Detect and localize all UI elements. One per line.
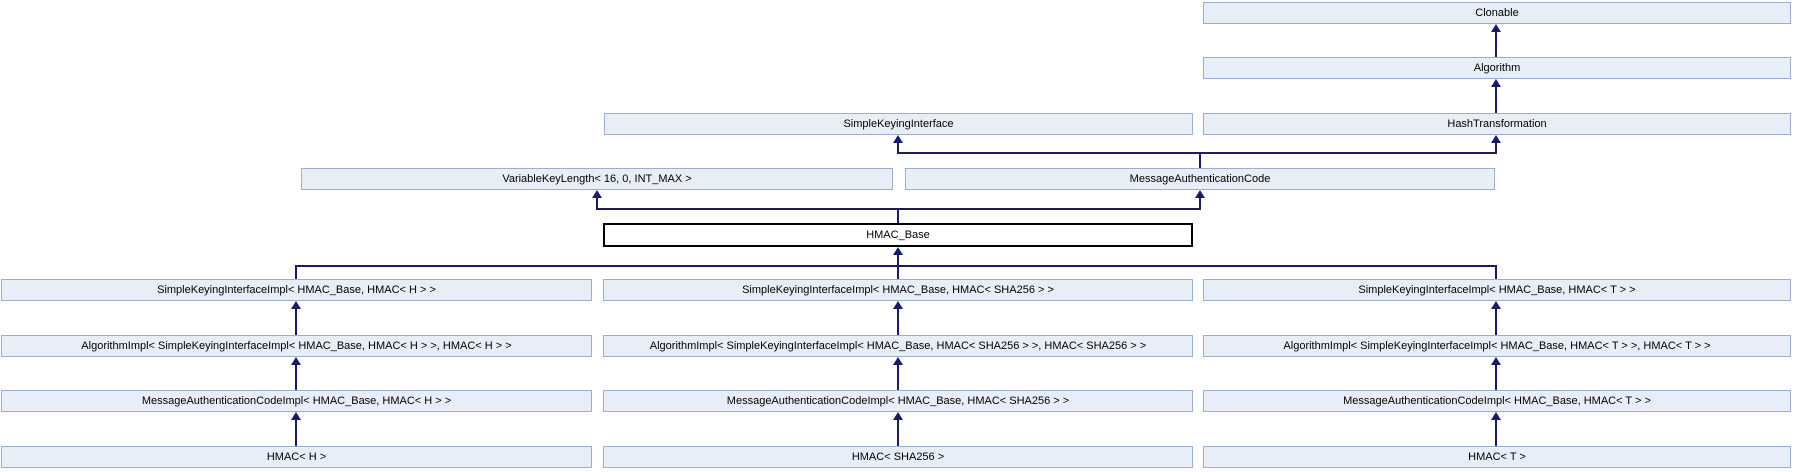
inheritance-edge-line (1495, 143, 1497, 154)
inheritance-edge-line (1495, 32, 1497, 57)
inheritance-arrowhead-icon (893, 412, 903, 420)
class-node-algo-impl-h[interactable]: AlgorithmImpl< SimpleKeyingInterfaceImpl… (1, 335, 592, 357)
inheritance-edge-line (596, 208, 1201, 210)
inheritance-arrowhead-icon (1195, 190, 1205, 198)
inheritance-edge-line (1199, 198, 1201, 210)
class-node-hmac-base: HMAC_Base (603, 223, 1193, 247)
inheritance-edge-line (295, 265, 1497, 267)
inheritance-arrowhead-icon (1491, 301, 1501, 309)
class-node-algo-impl-t[interactable]: AlgorithmImpl< SimpleKeyingInterfaceImpl… (1203, 335, 1791, 357)
class-node-clonable[interactable]: Clonable (1203, 2, 1791, 24)
inheritance-edge-line (295, 309, 297, 335)
inheritance-arrowhead-icon (1491, 412, 1501, 420)
inheritance-edge-line (1495, 309, 1497, 335)
inheritance-arrowhead-icon (893, 247, 903, 255)
class-node-mac-impl-sha256[interactable]: MessageAuthenticationCodeImpl< HMAC_Base… (603, 390, 1193, 412)
inheritance-arrowhead-icon (893, 301, 903, 309)
inheritance-arrowhead-icon (291, 412, 301, 420)
class-node-variable-key-length[interactable]: VariableKeyLength< 16, 0, INT_MAX > (301, 168, 893, 190)
inheritance-edge-line (897, 255, 899, 279)
inheritance-edge-line (897, 420, 899, 446)
inheritance-edge-line (897, 309, 899, 335)
inheritance-arrowhead-icon (1491, 79, 1501, 87)
class-node-hmac-sha256[interactable]: HMAC< SHA256 > (603, 446, 1193, 468)
inheritance-arrowhead-icon (592, 190, 602, 198)
inheritance-edge-line (596, 198, 598, 210)
class-node-mac-impl-t[interactable]: MessageAuthenticationCodeImpl< HMAC_Base… (1203, 390, 1791, 412)
inheritance-arrowhead-icon (893, 135, 903, 143)
class-node-algorithm[interactable]: Algorithm (1203, 57, 1791, 79)
inheritance-edge-line (897, 143, 899, 154)
class-node-hmac-t[interactable]: HMAC< T > (1203, 446, 1791, 468)
inheritance-edge-line (295, 420, 297, 446)
inheritance-edge-line (897, 210, 899, 223)
inheritance-arrowhead-icon (1491, 135, 1501, 143)
class-node-ski-impl-h[interactable]: SimpleKeyingInterfaceImpl< HMAC_Base, HM… (1, 279, 592, 301)
inheritance-edge-line (1495, 365, 1497, 390)
inheritance-edge-line (295, 267, 297, 279)
class-node-algo-impl-sha256[interactable]: AlgorithmImpl< SimpleKeyingInterfaceImpl… (603, 335, 1193, 357)
inheritance-arrowhead-icon (291, 301, 301, 309)
class-node-ski-impl-t[interactable]: SimpleKeyingInterfaceImpl< HMAC_Base, HM… (1203, 279, 1791, 301)
class-node-mac-impl-h[interactable]: MessageAuthenticationCodeImpl< HMAC_Base… (1, 390, 592, 412)
inheritance-edge-line (1495, 87, 1497, 113)
class-node-hmac-h[interactable]: HMAC< H > (1, 446, 592, 468)
inheritance-edge-line (295, 365, 297, 390)
inheritance-arrowhead-icon (893, 357, 903, 365)
inheritance-edge-line (1495, 420, 1497, 446)
inheritance-arrowhead-icon (1491, 24, 1501, 32)
inheritance-edge-line (897, 152, 1497, 154)
inheritance-arrowhead-icon (1491, 357, 1501, 365)
class-node-message-authentication-code[interactable]: MessageAuthenticationCode (905, 168, 1495, 190)
inheritance-arrowhead-icon (291, 357, 301, 365)
class-node-simple-keying-interface[interactable]: SimpleKeyingInterface (604, 113, 1193, 135)
class-node-hash-transformation[interactable]: HashTransformation (1203, 113, 1791, 135)
inheritance-edge-line (1199, 154, 1201, 168)
inheritance-edge-line (1495, 267, 1497, 279)
class-node-ski-impl-sha256[interactable]: SimpleKeyingInterfaceImpl< HMAC_Base, HM… (603, 279, 1193, 301)
inheritance-edge-line (897, 365, 899, 390)
